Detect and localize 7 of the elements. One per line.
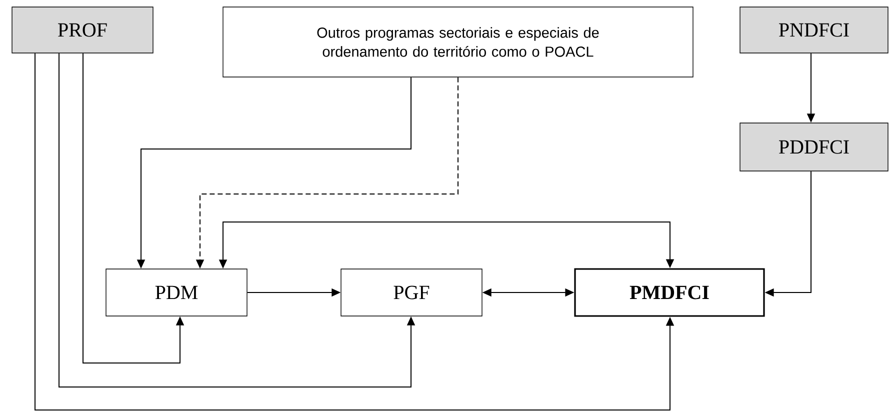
plan-box: Outros programas sectoriais e especiais de ordenamento do território como o POACL [222,6,694,78]
plan-box: PNDFCI [740,6,888,54]
plan-box: PDDFCI [740,122,888,172]
plan-box: PGF [340,268,482,316]
plan-box: PDM [106,268,248,316]
plan-box: PMDFCI [574,268,765,317]
plan-box: PROF [12,6,154,54]
